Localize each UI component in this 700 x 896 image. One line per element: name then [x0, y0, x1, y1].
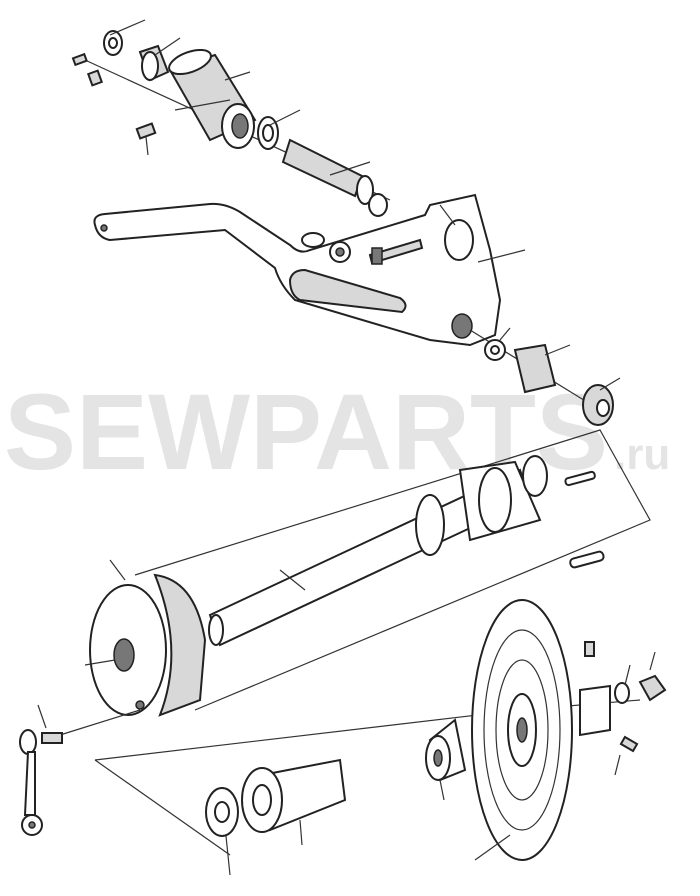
- connecting-link: [19, 704, 141, 836]
- main-shaft-assembly: [84, 429, 651, 717]
- upper-bushing-group: [71, 19, 391, 217]
- watermark: SEWPARTS .ru: [4, 378, 670, 486]
- pulley-group: [94, 599, 667, 876]
- watermark-suffix: .ru: [614, 430, 671, 479]
- lever-arm: [93, 193, 526, 347]
- stud-group: [469, 327, 621, 426]
